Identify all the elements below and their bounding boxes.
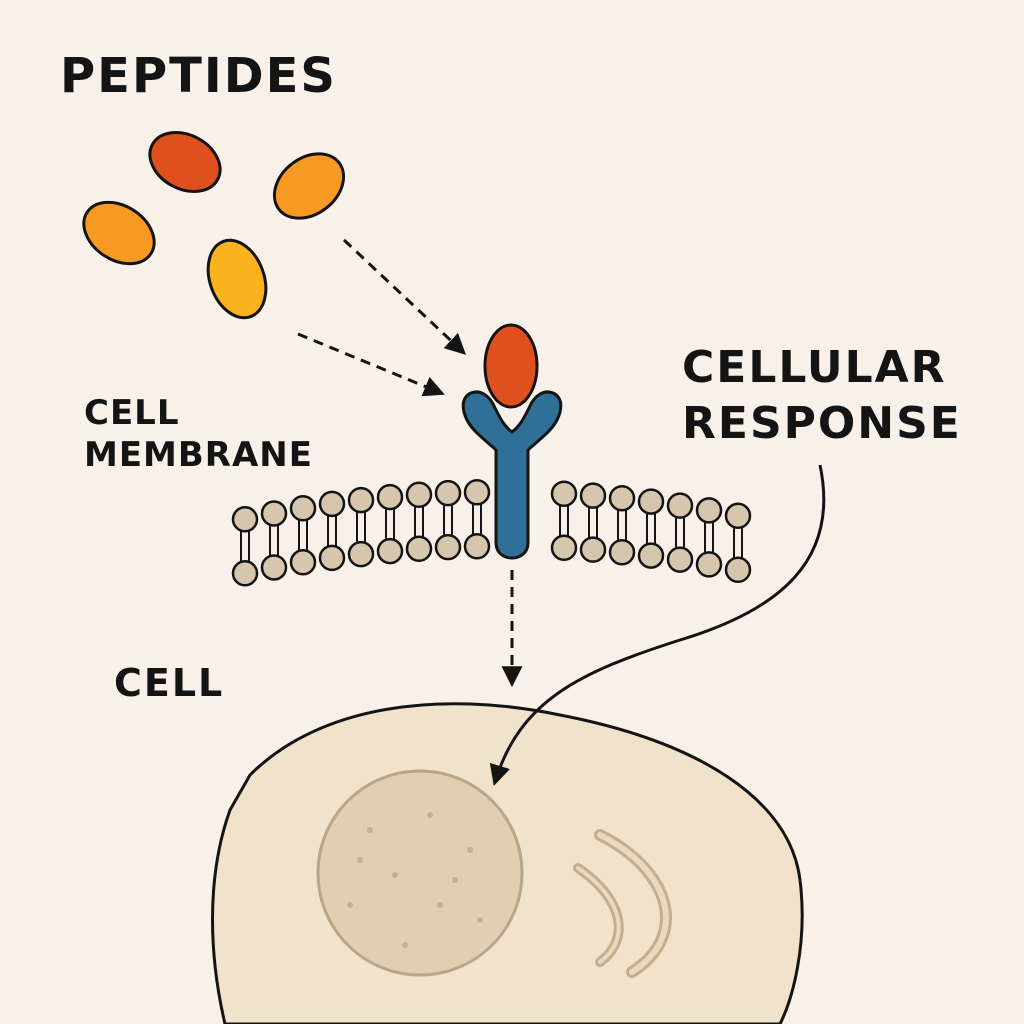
lipid-head-outer bbox=[579, 482, 607, 509]
lipid-head-inner bbox=[463, 532, 491, 560]
organelle-crescent bbox=[573, 829, 672, 978]
label-cell-membrane-line-2: MEMBRANE bbox=[84, 435, 313, 475]
lipid-head-inner bbox=[231, 560, 259, 587]
lipid-head-inner bbox=[724, 556, 752, 584]
lipid-head-outer bbox=[405, 481, 433, 509]
lipid-head-inner bbox=[376, 537, 404, 565]
lipid-head-inner bbox=[666, 546, 694, 573]
nucleus-dots bbox=[347, 812, 483, 948]
lipid-head-outer bbox=[231, 506, 259, 533]
label-cellular-response-line-2: RESPONSE bbox=[682, 398, 962, 449]
receptor bbox=[461, 390, 563, 560]
bound-peptide bbox=[483, 323, 539, 409]
label-cell: CELL bbox=[114, 661, 225, 705]
arrow-peptide-to-receptor-upper bbox=[342, 238, 467, 355]
title-peptides: PEPTIDES bbox=[60, 48, 337, 104]
lipid-tails bbox=[414, 504, 424, 539]
label-cell-membrane-line-1: CELL bbox=[84, 393, 180, 433]
lipid-head-outer bbox=[318, 490, 346, 518]
lipid-tails bbox=[617, 508, 627, 543]
lipid-tails bbox=[356, 510, 366, 545]
lipid-tails bbox=[385, 507, 395, 542]
lipid-tails bbox=[646, 511, 656, 546]
lipid-head-inner bbox=[347, 540, 375, 568]
lipid-bilayer bbox=[231, 478, 752, 587]
lipid-head-outer bbox=[608, 485, 636, 512]
lipid-head-outer bbox=[347, 486, 375, 514]
lipid-head-outer bbox=[550, 480, 578, 507]
lipid-head-outer bbox=[637, 488, 665, 515]
lipid-head-inner bbox=[637, 542, 665, 569]
lipid-head-outer bbox=[289, 495, 317, 522]
lipid-head-inner bbox=[695, 551, 723, 578]
lipid-head-inner bbox=[579, 536, 607, 563]
peptide-yellow bbox=[206, 238, 268, 320]
arrow-cellular-response bbox=[489, 464, 826, 787]
lipid-head-inner bbox=[434, 533, 462, 561]
lipid-head-outer bbox=[666, 492, 694, 519]
lipid-tails bbox=[733, 525, 743, 560]
lipid-tails bbox=[327, 513, 337, 548]
lipid-tails bbox=[269, 523, 279, 558]
lipid-head-outer bbox=[260, 500, 288, 527]
peptide-red bbox=[148, 131, 222, 193]
lipid-tails bbox=[588, 505, 598, 540]
lipid-tails bbox=[559, 503, 569, 538]
nucleus bbox=[316, 769, 524, 977]
label-cellular-response: CELLULAR RESPONSE bbox=[682, 340, 962, 452]
label-cell-membrane: CELL MEMBRANE bbox=[84, 392, 313, 476]
lipid-head-outer bbox=[376, 483, 404, 511]
lipid-head-outer bbox=[463, 478, 491, 506]
label-cellular-response-line-1: CELLULAR bbox=[682, 342, 947, 393]
lipid-head-inner bbox=[260, 554, 288, 581]
lipid-head-inner bbox=[318, 544, 346, 572]
arrow-peptide-to-receptor-lower bbox=[297, 332, 445, 397]
lipid-tails bbox=[240, 529, 250, 564]
lipid-head-inner bbox=[405, 535, 433, 563]
lipid-head-inner bbox=[289, 549, 317, 576]
lipid-head-outer bbox=[695, 497, 723, 524]
lipid-tails bbox=[704, 520, 714, 555]
lipid-head-inner bbox=[608, 539, 636, 566]
lipid-head-inner bbox=[550, 534, 578, 561]
lipid-tails bbox=[298, 518, 308, 553]
lipid-tails bbox=[472, 502, 482, 537]
peptide-orange-left bbox=[82, 200, 156, 266]
lipid-head-outer bbox=[434, 479, 462, 507]
lipid-tails bbox=[675, 515, 685, 550]
peptide-orange-right bbox=[272, 152, 346, 220]
lipid-tails bbox=[443, 503, 453, 538]
lipid-head-outer bbox=[724, 502, 752, 530]
